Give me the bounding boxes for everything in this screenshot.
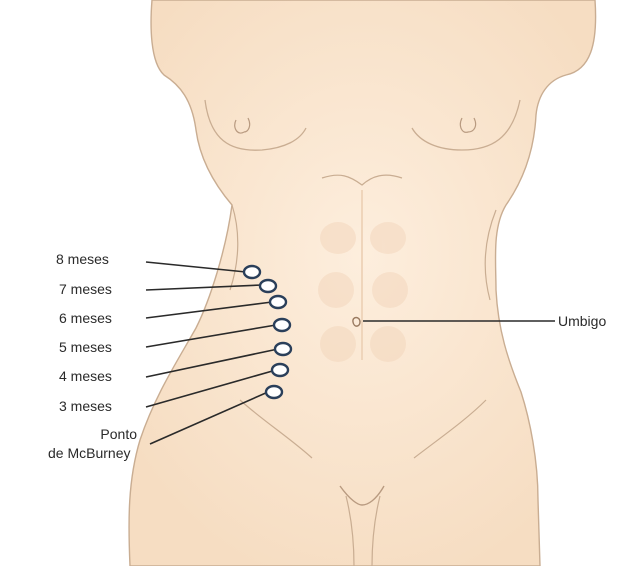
marker-6-meses [270,296,286,308]
label-mcburney-line1: Ponto [56,426,137,442]
label-umbigo: Umbigo [558,313,606,329]
label-4-meses: 4 meses [59,368,112,384]
marker-3-meses [272,364,288,376]
marker-8-meses [244,266,260,278]
label-7-meses: 7 meses [59,281,112,297]
marker-4-meses [275,343,291,355]
label-mcburney-line2: de McBurney [48,445,130,461]
label-5-meses: 5 meses [59,339,112,355]
label-3-meses: 3 meses [59,398,112,414]
label-8-meses: 8 meses [56,251,109,267]
marker-mcburney [266,386,282,398]
marker-5-meses [274,319,290,331]
marker-7-meses [260,280,276,292]
label-6-meses: 6 meses [59,310,112,326]
